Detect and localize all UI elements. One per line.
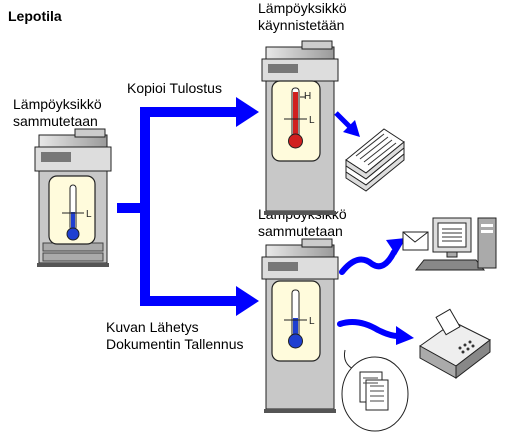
fax-machine-icon (419, 308, 491, 380)
send-arrows (337, 249, 401, 339)
arrow-trunk-vertical (140, 114, 150, 306)
arrow-trunk-horizontal (117, 203, 149, 213)
arrow-branch-top (140, 107, 238, 117)
left-thermometer-level (71, 212, 75, 232)
flow-arrows (117, 97, 259, 316)
stored-documents-icon (341, 349, 409, 432)
diagram-title: Lepotila (8, 8, 62, 24)
bottom-thermo-low-label: L (309, 316, 315, 327)
copy-print-label: Kopioi Tulostus (127, 80, 222, 96)
send-arrow-head-bottom (396, 326, 414, 345)
bottom-thermometer-bulb (288, 333, 303, 349)
left-printer-label: Lämpöyksikkö sammutetaan (13, 96, 102, 129)
bottom-thermometer-level (293, 318, 298, 338)
left-heater-panel: L (48, 175, 96, 245)
output-arrow (334, 111, 360, 137)
left-thermometer-bulb (66, 227, 80, 241)
top-right-printer-label: Lämpöyksikkö käynnistetään (258, 0, 347, 33)
arrow-head-bottom (236, 286, 259, 316)
send-store-label: Kuvan Lähetys Dokumentin Tallennus (106, 319, 244, 352)
arrow-head-top (236, 97, 259, 127)
top-thermometer-bulb (288, 133, 303, 149)
send-arrow-head-top (386, 238, 406, 255)
top-thermo-low-label: L (309, 115, 315, 126)
bottom-heater-panel: L (271, 280, 321, 362)
top-thermometer-level (293, 92, 298, 138)
computer-icon (402, 217, 497, 271)
top-heater-panel: H L (271, 80, 321, 162)
arrow-branch-bottom (140, 296, 238, 306)
top-thermo-high-label: H (304, 91, 311, 102)
printed-paper-stack-icon (345, 128, 405, 192)
left-thermo-low-label: L (86, 209, 92, 220)
